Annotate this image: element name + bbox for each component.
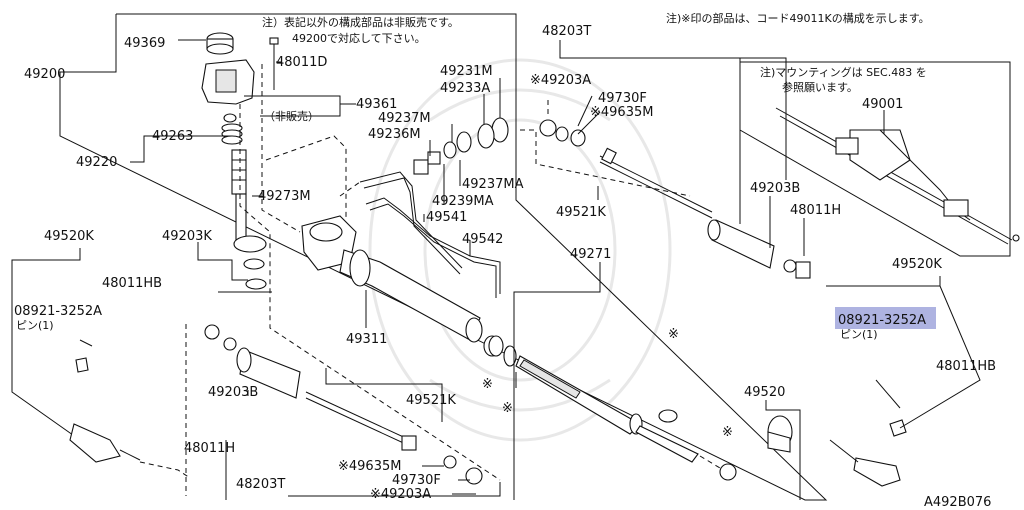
- guide-49520: [699, 455, 721, 469]
- label-48011H-bottom[interactable]: 48011H: [184, 441, 235, 456]
- label-08921-3252A-right[interactable]: 08921-3252A: [838, 313, 926, 328]
- tie-rod-end-left[interactable]: [69, 339, 141, 463]
- label-49203A-bottom[interactable]: ※49203A: [370, 487, 431, 502]
- leader-49220: [130, 135, 232, 163]
- watermark: [368, 58, 672, 442]
- assembly-49001[interactable]: [775, 107, 1020, 245]
- diagram-id: A492B076: [924, 495, 991, 510]
- label-49239MA[interactable]: 49239MA: [432, 194, 494, 209]
- fluid-pipes[interactable]: [359, 151, 501, 298]
- note-use-49200: 49200で対応して下さい。: [292, 31, 426, 45]
- label-49233A[interactable]: 49233A: [440, 81, 490, 96]
- rack-housing[interactable]: [301, 215, 517, 367]
- guide-left-end: [139, 461, 191, 479]
- label-pin-left: ピン(1): [16, 319, 54, 332]
- label-49541[interactable]: 49541: [426, 210, 467, 225]
- tie-rod-end-right[interactable]: [829, 379, 907, 487]
- star-mark: ※: [482, 377, 493, 392]
- rack-49271[interactable]: [488, 335, 699, 463]
- leader-48011HB-right: [899, 285, 981, 429]
- note-mounting-2: 参照願います。: [782, 80, 858, 94]
- label-49542[interactable]: 49542: [462, 232, 503, 247]
- label-49220[interactable]: 49220: [76, 155, 117, 170]
- label-49231M[interactable]: 49231M: [440, 64, 493, 79]
- label-49311[interactable]: 49311: [346, 332, 387, 347]
- label-49203A-top[interactable]: ※49203A: [530, 73, 591, 88]
- label-49521K-top[interactable]: 49521K: [556, 205, 606, 220]
- guide-top-tie: [520, 129, 691, 197]
- label-49237M[interactable]: 49237M: [378, 111, 431, 126]
- leader-49730F-top: [577, 95, 593, 127]
- label-49361[interactable]: 49361: [356, 97, 397, 112]
- label-49520K-right[interactable]: 49520K: [892, 257, 942, 272]
- label-49236M[interactable]: 49236M: [368, 127, 421, 142]
- leader-49635M-top: [577, 111, 601, 135]
- pinion-seals[interactable]: [443, 117, 509, 159]
- label-48011H-right[interactable]: 48011H: [790, 203, 841, 218]
- star-mark: ※: [668, 327, 679, 342]
- label-48011HB-left[interactable]: 48011HB: [102, 276, 162, 291]
- label-49730F-bottom[interactable]: 49730F: [392, 473, 441, 488]
- frame-49200: [59, 13, 828, 501]
- label-48203T-bottom[interactable]: 48203T: [236, 477, 285, 492]
- frame-49520: [765, 400, 801, 500]
- guide-box: [265, 135, 347, 220]
- label-49520[interactable]: 49520: [744, 385, 785, 400]
- label-49635M-bottom[interactable]: ※49635M: [338, 459, 401, 474]
- frame-49520K-right: [826, 276, 941, 287]
- label-49237MA[interactable]: 49237MA: [462, 177, 524, 192]
- top-tie-rod[interactable]: [539, 119, 811, 279]
- label-49521K-bottom[interactable]: 49521K: [406, 393, 456, 408]
- label-49271[interactable]: 49271: [570, 247, 611, 262]
- label-49520K-left[interactable]: 49520K: [44, 229, 94, 244]
- label-49200[interactable]: 49200: [24, 67, 65, 82]
- leader-49521K-bottom: [325, 368, 443, 422]
- label-49369[interactable]: 49369: [124, 36, 165, 51]
- guide-pipes: [339, 181, 361, 197]
- label-pin-right: ピン(1): [840, 328, 878, 341]
- highlight-08921-right: [835, 307, 936, 329]
- frame-49520K-left: [11, 248, 81, 441]
- label-49273M[interactable]: 49273M: [258, 189, 311, 204]
- label-48203T-top[interactable]: 48203T: [542, 24, 591, 39]
- label-49635M-top[interactable]: ※49635M: [590, 105, 653, 120]
- frame-49271: [513, 262, 601, 500]
- label-49203B-right[interactable]: 49203B: [750, 181, 800, 196]
- star-mark: ※: [502, 401, 513, 416]
- star-mark: ※: [722, 425, 733, 440]
- label-49263[interactable]: 49263: [152, 129, 193, 144]
- leader-48203T-bottom-b: [288, 482, 501, 497]
- bottom-tie-rod[interactable]: [204, 324, 483, 485]
- label-48011HB-right[interactable]: 48011HB: [936, 359, 996, 374]
- label-08921-3252A-left[interactable]: 08921-3252A: [14, 304, 102, 319]
- note-not-sold: （非販売）: [264, 110, 319, 123]
- frame-49001: [739, 61, 1011, 257]
- note-mounting-1: 注)マウンティングは SEC.483 を: [760, 65, 927, 79]
- guide-housing: [239, 104, 501, 481]
- leader-49361: [244, 95, 341, 117]
- leader-49203K: [197, 242, 248, 281]
- label-49001[interactable]: 49001: [862, 97, 903, 112]
- valve-spool[interactable]: [221, 123, 267, 290]
- label-49203B-bottom[interactable]: 49203B: [208, 385, 258, 400]
- label-48011D[interactable]: 48011D: [276, 55, 327, 70]
- bushing-49520[interactable]: [719, 415, 793, 481]
- note-star-parts: 注)※印の部品は、コード49011Kの構成を示します。: [666, 11, 930, 25]
- label-49203K[interactable]: 49203K: [162, 229, 212, 244]
- note-not-separately-sold: 注）表記以外の構成部品は非販売です。: [262, 15, 459, 29]
- guide-bolt: [261, 64, 301, 233]
- label-49730F-top[interactable]: 49730F: [598, 91, 647, 106]
- valve-housing[interactable]: [201, 32, 279, 123]
